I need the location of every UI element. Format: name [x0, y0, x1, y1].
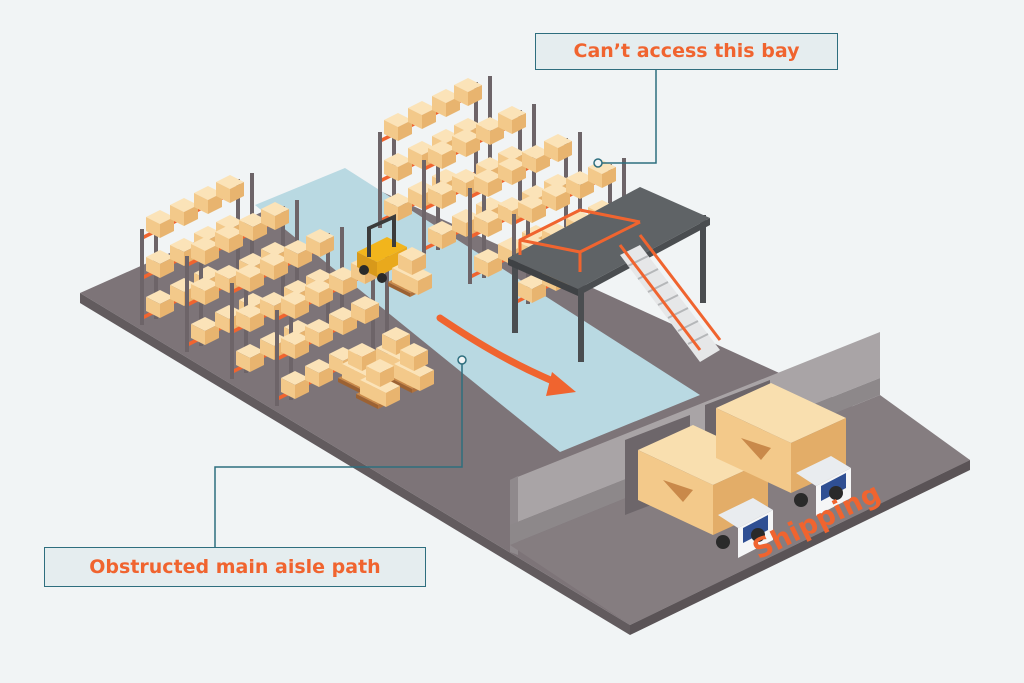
truck-icon: [638, 383, 851, 558]
mezzanine: [508, 187, 710, 362]
callout-aisle-leader: [214, 355, 467, 547]
forklift-icon: [357, 214, 407, 283]
arrow-icon: [436, 314, 576, 396]
callout-aisle-label: Obstructed main aisle path: [44, 547, 426, 587]
stairs-icon: [618, 234, 722, 362]
callout-bay-label: Can’t access this bay: [535, 33, 838, 70]
callout-bay-leader: [593, 70, 657, 168]
main-aisle: [255, 168, 700, 452]
